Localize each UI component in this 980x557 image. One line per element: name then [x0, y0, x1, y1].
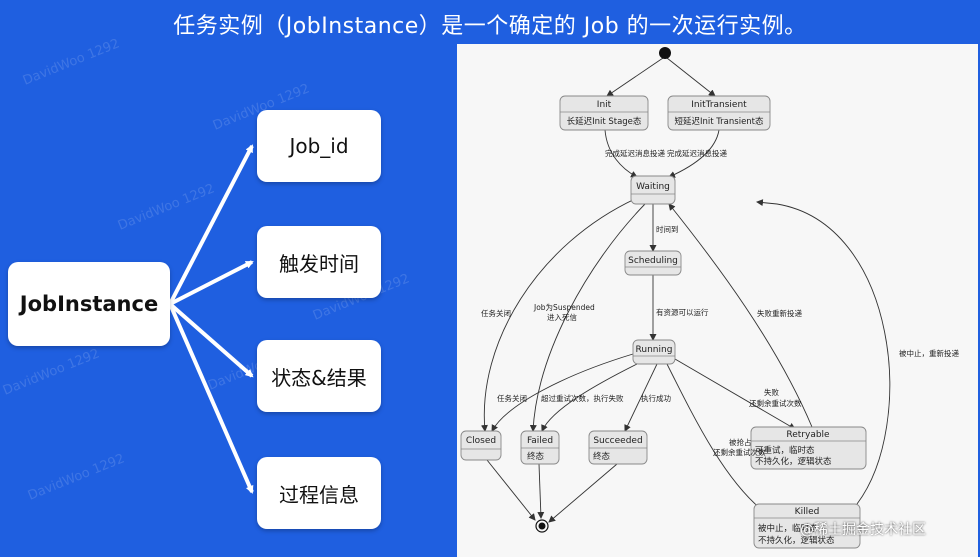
state-init-transient-name: InitTransient	[691, 100, 747, 110]
mindmap-leaf-process-info: 过程信息	[257, 457, 381, 529]
edge-label-waiting-to-failed-1: Job为Suspended	[533, 302, 595, 312]
edge-waiting-to-failed	[529, 203, 646, 432]
state-scheduling-name: Scheduling	[628, 256, 678, 266]
edge-killed-to-waiting	[756, 199, 891, 505]
state-killed-name: Killed	[795, 507, 820, 517]
end-node-core	[538, 522, 546, 530]
watermark: DavidWoo 1292	[26, 451, 127, 503]
state-succeeded-desc: 终态	[593, 451, 611, 462]
edge-running-to-failed	[541, 363, 638, 432]
state-killed	[753, 503, 861, 549]
footer-watermark: @稀土掘金技术社区	[800, 522, 926, 538]
state-diagram: Init 长延迟Init Stage态 InitTransient 短延迟Ini…	[460, 47, 959, 549]
edge-running-to-retryable	[674, 358, 796, 430]
state-killed-desc-2: 不持久化，逻辑状态	[758, 535, 835, 546]
state-running-name: Running	[636, 345, 673, 355]
state-init-name: Init	[597, 100, 612, 110]
edge-label-init-to-waiting: 完成延迟消息投递	[605, 148, 665, 158]
mindmap-leaf-status-result: 状态&结果	[257, 340, 381, 412]
watermark: DavidWoo 1292	[1, 346, 102, 398]
edge-init-to-waiting	[604, 129, 638, 178]
state-waiting-name: Waiting	[636, 182, 670, 192]
start-node	[659, 47, 671, 59]
end-node	[535, 519, 549, 533]
state-retryable-desc-1: 可重试，临时态	[755, 445, 815, 456]
page-title: 任务实例（JobInstance）是一个确定的 Job 的一次运行实例。	[173, 14, 807, 39]
edge-label-running-to-failed: 超过重试次数，执行失败	[541, 393, 624, 403]
state-retryable-desc-2: 不持久化，逻辑状态	[755, 456, 832, 467]
edge-label-running-to-retryable-1: 失败	[764, 387, 779, 397]
edge-label-running-to-killed-2: 还剩余重试次数	[713, 447, 766, 457]
state-init-transient	[667, 95, 771, 131]
mindmap-leaf-trigger-time: 触发时间	[257, 226, 381, 298]
edge-running-to-closed	[491, 353, 634, 432]
edge-label-waiting-to-scheduling: 时间到	[656, 224, 679, 234]
state-init	[559, 95, 649, 131]
connector-process-info	[168, 303, 254, 494]
state-succeeded-name: Succeeded	[593, 436, 642, 446]
state-scheduling	[624, 250, 682, 276]
connector-job-id	[168, 144, 254, 305]
edge-closed-to-end	[486, 459, 536, 521]
state-closed	[460, 430, 502, 461]
edge-label-running-to-closed: 任务关闭	[497, 393, 527, 403]
state-failed-name: Failed	[527, 436, 553, 446]
state-killed-desc-1: 被中止，临时态	[758, 523, 818, 534]
edge-start-to-init	[606, 57, 664, 97]
mindmap-leaf-job-id: Job_id	[257, 110, 381, 182]
watermark: DavidWoo 1292	[116, 181, 217, 233]
state-waiting	[630, 175, 676, 205]
connector-status-result	[168, 302, 254, 378]
edge-label-running-to-killed-1: 被抢占	[729, 437, 752, 447]
edge-start-to-transient	[666, 57, 716, 97]
edge-label-running-to-succeeded: 执行成功	[641, 393, 671, 403]
state-failed-desc: 终态	[527, 451, 545, 462]
edge-label-scheduling-to-running: 有资源可以运行	[656, 307, 709, 317]
mindmap-root-jobinstance: JobInstance	[8, 262, 170, 346]
edge-running-to-succeeded	[624, 363, 658, 432]
edge-retryable-to-waiting	[668, 203, 813, 428]
watermark: DavidWoo 1292	[21, 36, 122, 88]
state-retryable-name: Retryable	[786, 430, 830, 440]
edge-succeeded-to-end	[548, 463, 618, 523]
edge-label-running-to-retryable-2: 还剩余重试次数	[749, 398, 802, 408]
edge-waiting-to-closed	[480, 197, 638, 432]
edge-label-transient-to-waiting: 完成延迟消息投递	[667, 148, 727, 158]
state-running	[632, 339, 676, 365]
state-retryable	[750, 426, 867, 470]
state-succeeded	[588, 430, 648, 465]
edge-label-waiting-to-failed-2: 进入死信	[547, 312, 577, 322]
edge-label-waiting-to-closed: 任务关闭	[481, 308, 511, 318]
edge-label-retryable-to-waiting: 失败重新投递	[757, 308, 802, 318]
state-init-desc: 长延迟Init Stage态	[567, 116, 642, 127]
state-failed	[520, 430, 560, 465]
connector-trigger-time	[169, 260, 254, 306]
state-closed-name: Closed	[466, 436, 496, 446]
state-diagram-panel: Init 长延迟Init Stage态 InitTransient 短延迟Ini…	[457, 44, 978, 557]
edge-label-killed-to-waiting: 被中止，重新投递	[899, 348, 959, 358]
state-init-transient-desc: 短延迟Init Transient态	[674, 116, 764, 127]
edge-running-to-killed	[666, 363, 768, 515]
edge-transient-to-waiting	[668, 129, 720, 178]
edge-failed-to-end	[537, 463, 545, 519]
